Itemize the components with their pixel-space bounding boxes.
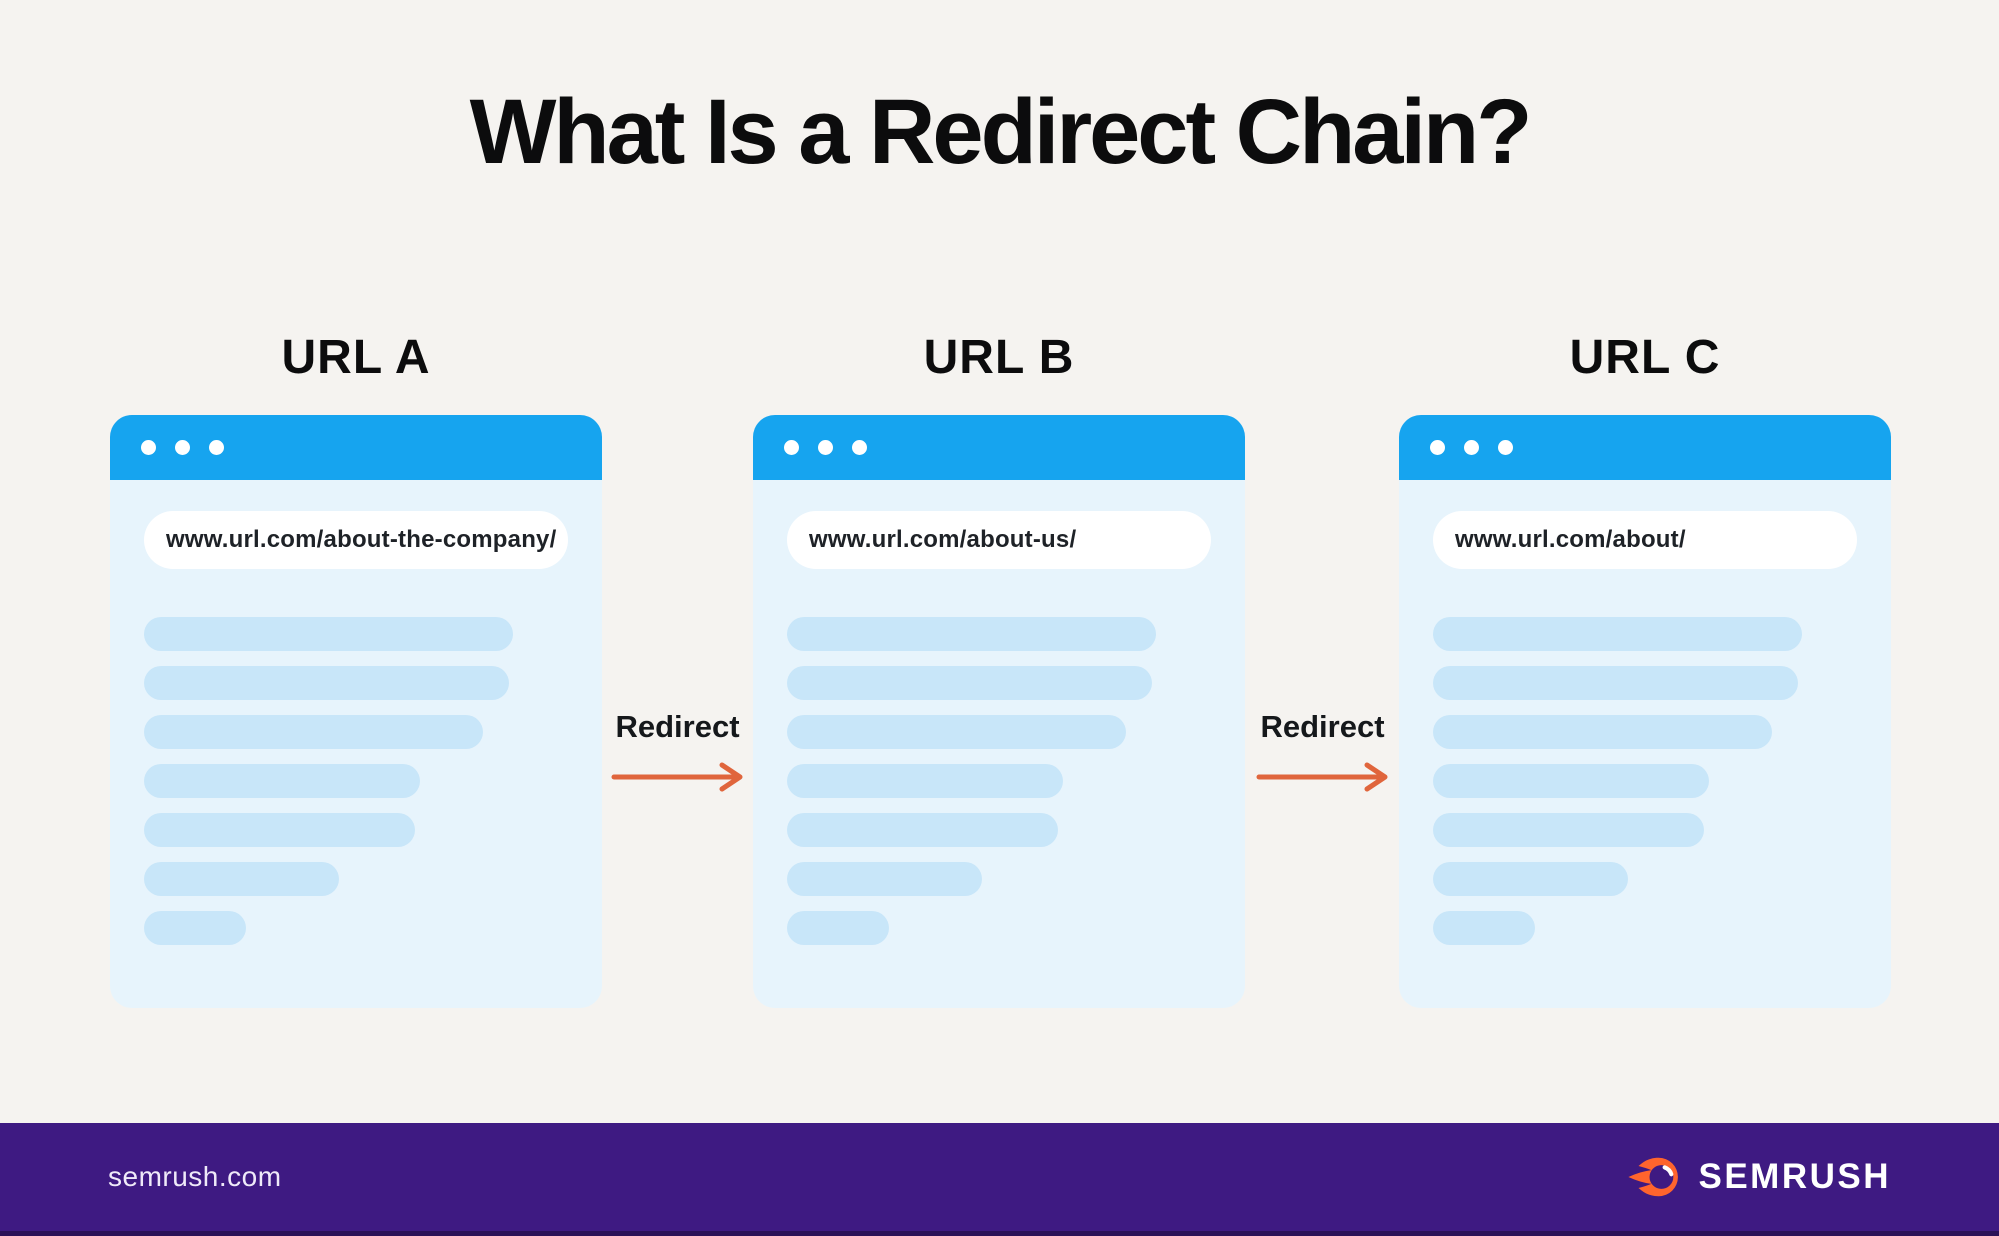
content-line-bar bbox=[144, 665, 509, 700]
browser-card: www.url.com/about/ bbox=[1399, 414, 1891, 1008]
address-bar: www.url.com/about-the-company/ bbox=[144, 510, 568, 569]
content-line-bar bbox=[1433, 616, 1802, 651]
semrush-logo: SEMRUSH bbox=[1626, 1155, 1891, 1199]
window-dot-icon bbox=[784, 439, 799, 455]
redirect-label: Redirect bbox=[615, 709, 740, 744]
window-dot-icon bbox=[1464, 439, 1479, 455]
footer-site-url: semrush.com bbox=[108, 1161, 282, 1192]
semrush-wordmark: SEMRUSH bbox=[1698, 1157, 1891, 1196]
footer-bar: semrush.com SEMRUSH bbox=[0, 1123, 1999, 1236]
browser-window-url-a: URL A www.url.com/about-the-company/ bbox=[110, 331, 602, 1008]
content-line-bar bbox=[144, 861, 340, 896]
address-bar: www.url.com/about/ bbox=[1433, 510, 1857, 569]
content-line-bar bbox=[144, 910, 246, 945]
window-dot-icon bbox=[175, 439, 190, 455]
content-line-bar bbox=[1433, 861, 1629, 896]
content-line-bar bbox=[1433, 763, 1709, 798]
content-line-bar bbox=[787, 665, 1152, 700]
url-c-label: URL C bbox=[1569, 331, 1721, 384]
content-line-bar bbox=[144, 616, 513, 651]
window-dot-icon bbox=[141, 439, 156, 455]
content-line-bar bbox=[787, 763, 1063, 798]
page-content-placeholder bbox=[1433, 616, 1857, 945]
page-content-placeholder bbox=[787, 616, 1211, 945]
content-line-bar bbox=[1433, 714, 1773, 749]
browser-titlebar bbox=[110, 414, 602, 480]
content-line-bar bbox=[787, 910, 889, 945]
content-line-bar bbox=[787, 616, 1156, 651]
content-line-bar bbox=[787, 861, 983, 896]
content-line-bar bbox=[144, 714, 484, 749]
content-line-bar bbox=[1433, 910, 1535, 945]
content-line-bar bbox=[1433, 812, 1705, 847]
browser-card: www.url.com/about-the-company/ bbox=[110, 414, 602, 1008]
window-dot-icon bbox=[818, 439, 833, 455]
content-line-bar bbox=[787, 812, 1059, 847]
window-dot-icon bbox=[1430, 439, 1445, 455]
address-url-text: www.url.com/about/ bbox=[1455, 525, 1686, 553]
address-url-text: www.url.com/about-the-company/ bbox=[166, 525, 557, 553]
redirect-connector-1: Redirect bbox=[602, 708, 753, 794]
browser-window-url-b: URL B www.url.com/about-us/ bbox=[753, 331, 1245, 1008]
semrush-flame-icon bbox=[1628, 1157, 1679, 1197]
browser-card: www.url.com/about-us/ bbox=[753, 414, 1245, 1008]
browser-window-url-c: URL C www.url.com/about/ bbox=[1399, 331, 1891, 1008]
browser-titlebar bbox=[1399, 414, 1891, 480]
redirect-arrow-icon bbox=[1256, 762, 1387, 792]
page-title: What Is a Redirect Chain? bbox=[469, 81, 1533, 183]
redirect-connector-2: Redirect bbox=[1246, 708, 1399, 794]
redirect-label: Redirect bbox=[1260, 709, 1385, 744]
content-line-bar bbox=[787, 714, 1127, 749]
address-bar: www.url.com/about-us/ bbox=[787, 510, 1211, 569]
redirect-arrow-icon bbox=[611, 762, 742, 792]
url-b-label: URL B bbox=[923, 331, 1075, 384]
window-dot-icon bbox=[209, 439, 224, 455]
content-line-bar bbox=[1433, 665, 1798, 700]
content-line-bar bbox=[144, 812, 416, 847]
window-dot-icon bbox=[852, 439, 867, 455]
page-content-placeholder bbox=[144, 616, 568, 945]
window-dot-icon bbox=[1498, 439, 1513, 455]
browser-titlebar bbox=[753, 414, 1245, 480]
address-url-text: www.url.com/about-us/ bbox=[809, 525, 1077, 553]
url-a-label: URL A bbox=[281, 331, 431, 384]
content-line-bar bbox=[144, 763, 420, 798]
